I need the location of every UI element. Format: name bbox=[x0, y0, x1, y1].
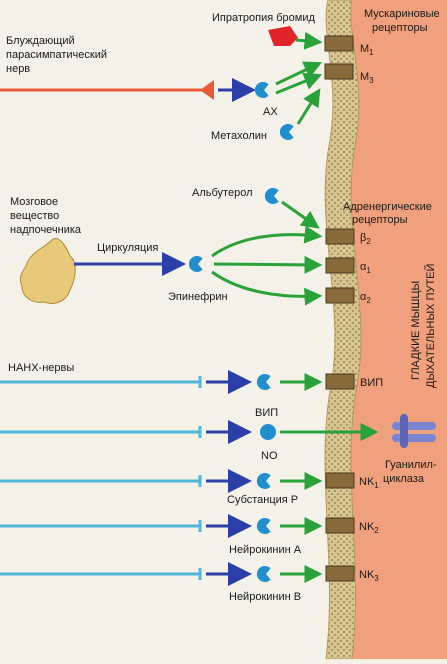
muscarinic-label-1: Мускариновые bbox=[364, 8, 440, 20]
guanylyl-label-2: циклаза bbox=[383, 473, 425, 485]
vagus-label-2: парасимпатический bbox=[6, 49, 107, 61]
methacholine-ligand-icon bbox=[279, 124, 294, 140]
ipratropium-antagonist-icon bbox=[268, 26, 298, 46]
neurokinin-b-ligand-icon bbox=[256, 566, 271, 582]
receptor-label-beta2: β2 bbox=[360, 232, 371, 246]
receptor-vip bbox=[325, 373, 355, 390]
adrenergic-label-2: рецепторы bbox=[352, 214, 408, 226]
epinephrine-label: Эпинефрин bbox=[168, 291, 228, 303]
albuterol-ligand-icon bbox=[264, 188, 279, 204]
smooth-muscle-label-2: ДЫХАТЕЛЬНЫХ ПУТЕЙ bbox=[424, 264, 437, 388]
epinephrine-ligand-icon bbox=[188, 256, 203, 272]
albuterol-label: Альбутерол bbox=[192, 187, 253, 199]
adrenal-label-3: надпочечника bbox=[10, 224, 82, 236]
ipratropium-arrow bbox=[295, 31, 323, 50]
guanylyl-label-1: Гуанилил- bbox=[385, 459, 437, 471]
ipratropium-label: Ипратропия бромид bbox=[212, 12, 315, 24]
receptor-label-nk3: NK3 bbox=[359, 569, 379, 583]
vip-ligand-icon bbox=[256, 374, 271, 390]
receptor-label-vip: ВИП bbox=[360, 377, 383, 389]
receptor-label-alpha1: α1 bbox=[360, 261, 371, 275]
smooth-muscle-label-1: ГЛАДКИЕ МЫШЦЫ bbox=[410, 281, 422, 380]
nanc-nerve-substance-p bbox=[0, 475, 202, 487]
albuterol-arrow bbox=[281, 200, 320, 229]
nanc-nerve-neurokinin-a bbox=[0, 520, 202, 532]
receptor-alpha2 bbox=[325, 287, 355, 304]
receptor-nk2 bbox=[325, 517, 355, 534]
ach-label: АХ bbox=[263, 106, 278, 118]
adrenal-label-1: Мозговое bbox=[10, 196, 58, 208]
receptor-nk1 bbox=[325, 472, 355, 489]
smooth-muscle bbox=[336, 0, 447, 659]
vagus-label-3: нерв bbox=[6, 63, 30, 75]
nanc-nerve-no bbox=[0, 426, 202, 438]
receptor-m1 bbox=[324, 35, 354, 52]
vip-label: ВИП bbox=[255, 407, 278, 419]
adrenergic-label-1: Адренергические bbox=[343, 201, 432, 213]
receptor-label-alpha2: α2 bbox=[360, 291, 371, 305]
substance-p-ligand-icon bbox=[256, 473, 271, 489]
epinephrine-arrow-alpha2 bbox=[211, 270, 323, 306]
substance-p-label: Субстанция P bbox=[227, 494, 298, 506]
guanylyl-cyclase-icon bbox=[392, 414, 436, 448]
epinephrine-arrow-beta2 bbox=[211, 225, 323, 258]
nanc-label: НАНХ-нервы bbox=[8, 362, 74, 374]
ach-arrow-m1 bbox=[275, 61, 323, 86]
no-label: NO bbox=[261, 450, 278, 462]
adrenal-label-2: вещество bbox=[10, 210, 59, 222]
nanc-nerve-vip bbox=[0, 376, 202, 388]
receptor-m3 bbox=[324, 63, 354, 80]
neurokinin-a-label: Нейрокинин А bbox=[229, 544, 302, 556]
neurokinin-a-ligand-icon bbox=[256, 518, 271, 534]
receptor-label-nk2: NK2 bbox=[359, 521, 379, 535]
methacholine-arrow bbox=[296, 88, 321, 125]
no-ligand-icon bbox=[260, 424, 276, 440]
ach-ligand-icon bbox=[254, 82, 269, 98]
receptor-alpha1 bbox=[325, 257, 355, 274]
ach-arrow-m3 bbox=[275, 72, 323, 95]
vagus-label-1: Блуждающий bbox=[6, 35, 75, 47]
muscarinic-label-2: рецепторы bbox=[372, 22, 428, 34]
receptor-nk3 bbox=[325, 565, 355, 582]
methacholine-label: Метахолин bbox=[211, 130, 267, 142]
receptor-label-m3: M3 bbox=[360, 71, 374, 85]
adrenal-gland-icon bbox=[19, 238, 76, 304]
epinephrine-arrow-alpha1 bbox=[213, 255, 323, 274]
receptor-label-nk1: NK1 bbox=[359, 476, 379, 490]
vagus-nerve-terminal bbox=[200, 80, 214, 100]
circulation-label: Циркуляция bbox=[97, 242, 158, 254]
receptor-beta2 bbox=[325, 228, 355, 245]
nanc-nerve-neurokinin-b bbox=[0, 568, 202, 580]
receptor-label-m1: M1 bbox=[360, 43, 374, 57]
neurokinin-b-label: Нейрокинин В bbox=[229, 591, 301, 603]
